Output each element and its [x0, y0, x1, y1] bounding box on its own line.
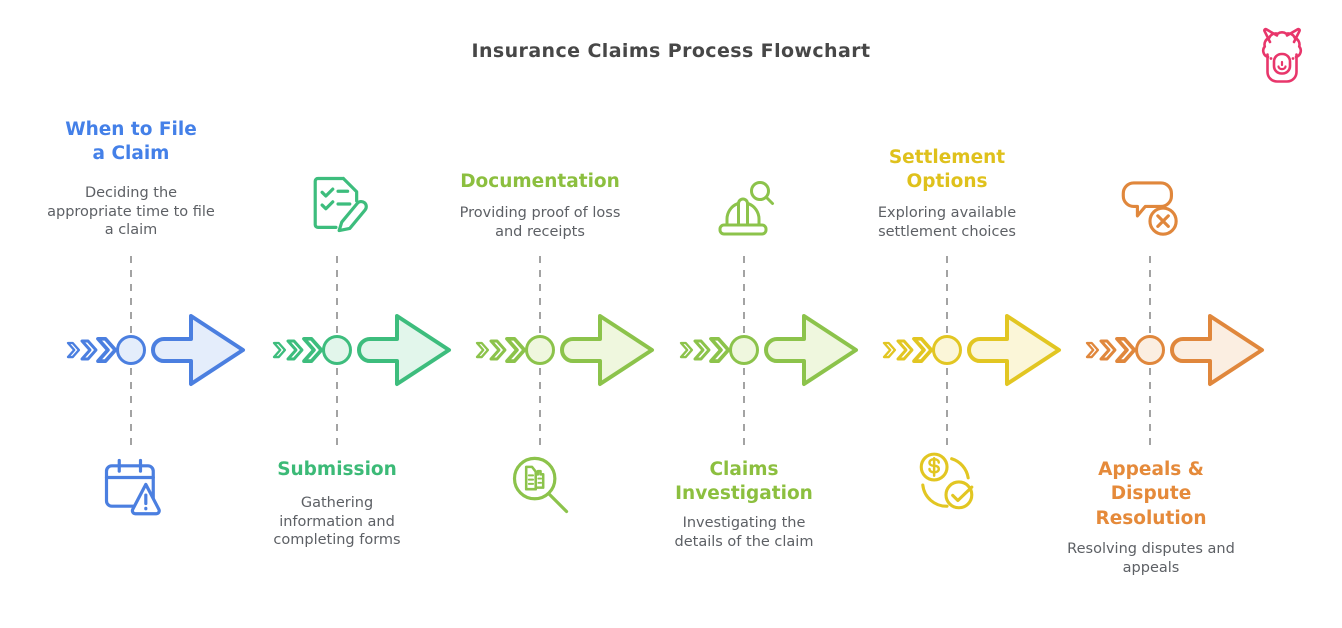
stage-description: Investigating the details of the claim: [674, 515, 814, 550]
hardhat-magnifier-icon: [718, 181, 774, 236]
chevron-icons: [475, 336, 527, 363]
big-arrow: [1170, 314, 1264, 386]
chevron-icons: [66, 336, 118, 363]
milestone-node: [525, 335, 555, 365]
milestone-node: [932, 335, 962, 365]
milestone-node: [729, 335, 759, 365]
stage-description: Providing proof of loss and receipts: [459, 205, 621, 240]
flow-arrow: [475, 314, 654, 386]
flow-arrow: [272, 314, 451, 386]
stage-description: Gathering information and completing for…: [273, 495, 401, 549]
stage-description: Exploring available settlement choices: [877, 205, 1017, 240]
chat-dismiss-icon: [1121, 181, 1178, 236]
flow-arrow: [66, 314, 245, 386]
page-title: Insurance Claims Process Flowchart: [471, 40, 871, 62]
stage-title: Settlement Options: [888, 147, 1006, 193]
big-arrow: [967, 314, 1061, 386]
milestone-node: [322, 335, 352, 365]
big-arrow: [357, 314, 451, 386]
coin-check-icon: [919, 452, 974, 510]
flow-arrow: [679, 314, 858, 386]
flow-arrow: [1085, 314, 1264, 386]
magnifier-receipts-icon: [512, 456, 569, 514]
stage-title: Appeals & Dispute Resolution: [1095, 459, 1207, 529]
form-checklist-pencil-icon: [313, 176, 368, 233]
flow-arrow: [882, 314, 1061, 386]
chevron-icons: [1085, 336, 1137, 363]
milestone-node: [1135, 335, 1165, 365]
big-arrow: [764, 314, 858, 386]
stage-title: When to File a Claim: [65, 119, 197, 165]
chevron-icons: [272, 336, 324, 363]
chevron-icons: [882, 336, 934, 363]
stage-description: Deciding the appropriate time to file a …: [47, 185, 215, 239]
milestone-node: [116, 335, 146, 365]
stage-title: Claims Investigation: [675, 459, 813, 505]
stage-description: Resolving disputes and appeals: [1067, 541, 1235, 576]
alpaca-logo-icon: [1261, 27, 1303, 83]
big-arrow: [151, 314, 245, 386]
chevron-icons: [679, 336, 731, 363]
big-arrow: [560, 314, 654, 386]
stage-title: Documentation: [460, 171, 620, 192]
calendar-alert-icon: [104, 458, 161, 516]
stage-title: Submission: [277, 459, 397, 480]
